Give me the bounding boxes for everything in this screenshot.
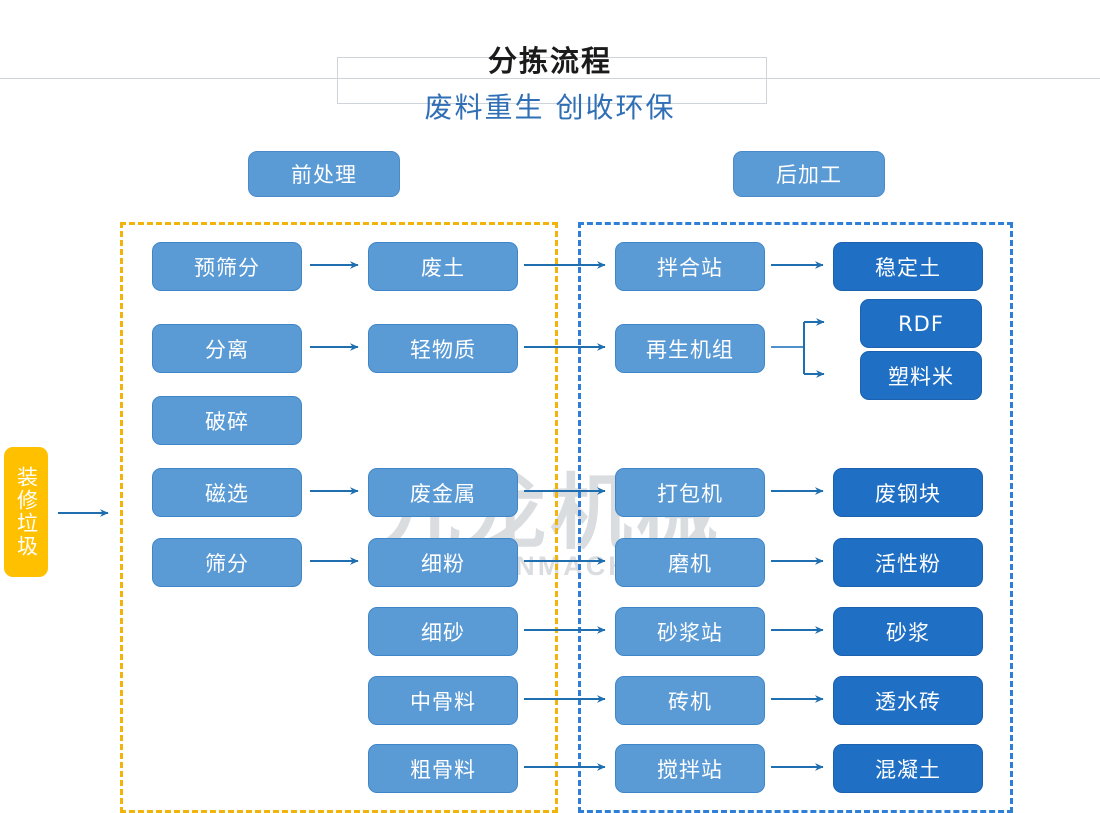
node-plastic-pellets[interactable]: 塑料米: [860, 351, 982, 400]
node-batching-plant[interactable]: 搅拌站: [615, 744, 765, 793]
node-baler[interactable]: 打包机: [615, 468, 765, 517]
section-header-post-processing[interactable]: 后加工: [733, 151, 885, 197]
node-rdf[interactable]: RDF: [860, 299, 982, 348]
node-crushing[interactable]: 破碎: [152, 396, 302, 445]
section-header-pre-processing[interactable]: 前处理: [248, 151, 400, 197]
node-mortar[interactable]: 砂浆: [833, 607, 983, 656]
node-screening[interactable]: 筛分: [152, 538, 302, 587]
node-separation[interactable]: 分离: [152, 324, 302, 373]
node-active-powder[interactable]: 活性粉: [833, 538, 983, 587]
node-fine-powder[interactable]: 细粉: [368, 538, 518, 587]
node-light-material[interactable]: 轻物质: [368, 324, 518, 373]
node-mixing-station[interactable]: 拌合站: [615, 242, 765, 291]
node-concrete[interactable]: 混凝土: [833, 744, 983, 793]
header-rule: [0, 78, 1100, 79]
source-node-label: 装修垃圾: [14, 466, 39, 558]
node-mortar-station[interactable]: 砂浆站: [615, 607, 765, 656]
node-magnetic-separation[interactable]: 磁选: [152, 468, 302, 517]
node-scrap-steel-block[interactable]: 废钢块: [833, 468, 983, 517]
node-fine-sand[interactable]: 细砂: [368, 607, 518, 656]
node-permeable-brick[interactable]: 透水砖: [833, 676, 983, 725]
node-coarse-aggregate[interactable]: 粗骨料: [368, 744, 518, 793]
node-pre-screening[interactable]: 预筛分: [152, 242, 302, 291]
page-title: 分拣流程: [487, 44, 612, 78]
node-brick-machine[interactable]: 砖机: [615, 676, 765, 725]
node-grinding-mill[interactable]: 磨机: [615, 538, 765, 587]
title-frame: [337, 57, 767, 104]
node-recycling-unit[interactable]: 再生机组: [615, 324, 765, 373]
source-node-construction-waste[interactable]: 装修垃圾: [4, 447, 48, 577]
node-scrap-metal[interactable]: 废金属: [368, 468, 518, 517]
node-stabilized-soil[interactable]: 稳定土: [833, 242, 983, 291]
node-medium-aggregate[interactable]: 中骨料: [368, 676, 518, 725]
page-subtitle: 废料重生 创收环保: [424, 91, 676, 124]
node-waste-soil[interactable]: 废土: [368, 242, 518, 291]
